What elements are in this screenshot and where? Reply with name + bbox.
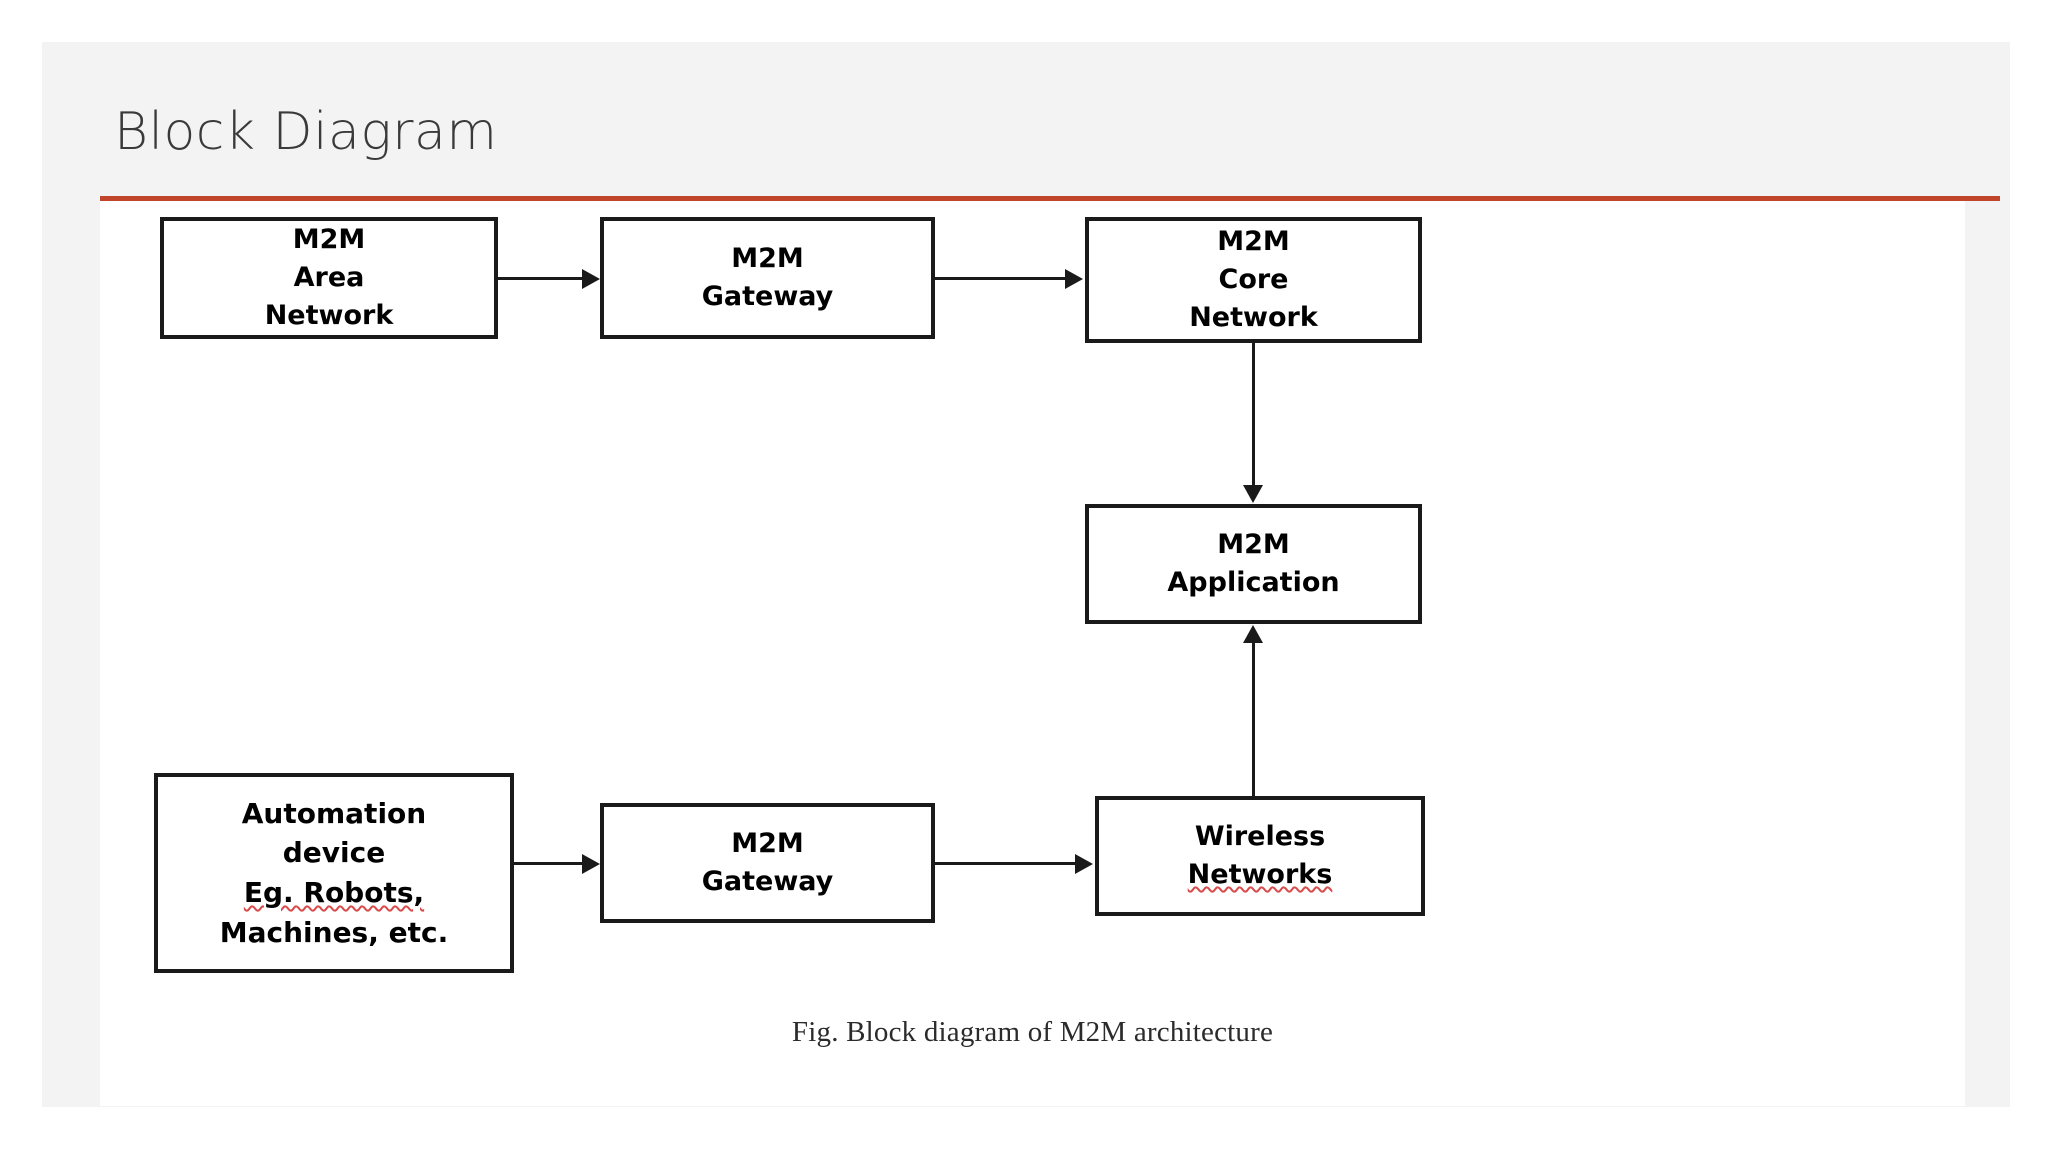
arrow-right-icon <box>1075 854 1093 874</box>
block-m2m-gateway-bottom[interactable]: M2M Gateway <box>600 803 935 923</box>
block-line: Gateway <box>701 866 834 897</box>
block-line: M2M <box>1217 528 1290 560</box>
arrow-right-icon <box>582 269 600 289</box>
block-line-misspelled: Eg. Robots, <box>243 876 425 909</box>
connector-gateway-to-wireless <box>935 862 1077 865</box>
block-line: M2M <box>731 827 804 859</box>
block-line: Application <box>1167 567 1340 598</box>
connector-area-network-to-gateway <box>498 277 586 280</box>
block-m2m-core-network[interactable]: M2M Core Network <box>1085 217 1422 343</box>
block-line: M2M <box>1217 225 1290 257</box>
block-m2m-application[interactable]: M2M Application <box>1085 504 1422 624</box>
block-line-misspelled: Networks <box>1187 859 1333 890</box>
title-accent-rule <box>100 196 2000 201</box>
connector-automation-to-gateway <box>514 862 586 865</box>
block-wireless-networks[interactable]: Wireless Networks <box>1095 796 1425 916</box>
block-line: Machines, etc. <box>219 915 449 949</box>
block-diagram-figure: M2M Area Network M2M Gateway M2M Core Ne… <box>100 201 1965 1106</box>
block-line: Automation <box>241 796 427 830</box>
arrow-right-icon <box>1065 269 1083 289</box>
connector-wireless-to-application <box>1252 643 1255 796</box>
block-m2m-area-network[interactable]: M2M Area Network <box>160 217 498 339</box>
page-title: Block Diagram <box>114 102 498 162</box>
block-line: Network <box>264 300 394 332</box>
connector-core-network-to-application <box>1252 343 1255 486</box>
block-line: Core <box>1218 263 1289 295</box>
block-automation-device[interactable]: Automation device Eg. Robots, Machines, … <box>154 773 514 973</box>
arrow-up-icon <box>1243 625 1263 643</box>
arrow-down-icon <box>1243 485 1263 503</box>
connector-gateway-to-core-network <box>935 277 1067 280</box>
figure-caption: Fig. Block diagram of M2M architecture <box>791 1016 1274 1048</box>
block-line: device <box>282 836 386 870</box>
slide-panel: Block Diagram M2M Area Network M2M Gatew… <box>42 42 2010 1107</box>
block-line: Network <box>1189 302 1318 334</box>
block-line: Wireless <box>1194 820 1326 852</box>
block-line: Gateway <box>701 281 834 312</box>
block-line: M2M <box>731 242 804 274</box>
block-line: M2M <box>292 223 366 255</box>
block-m2m-gateway-top[interactable]: M2M Gateway <box>600 217 935 339</box>
block-line: Area <box>293 261 365 293</box>
arrow-right-icon <box>582 854 600 874</box>
